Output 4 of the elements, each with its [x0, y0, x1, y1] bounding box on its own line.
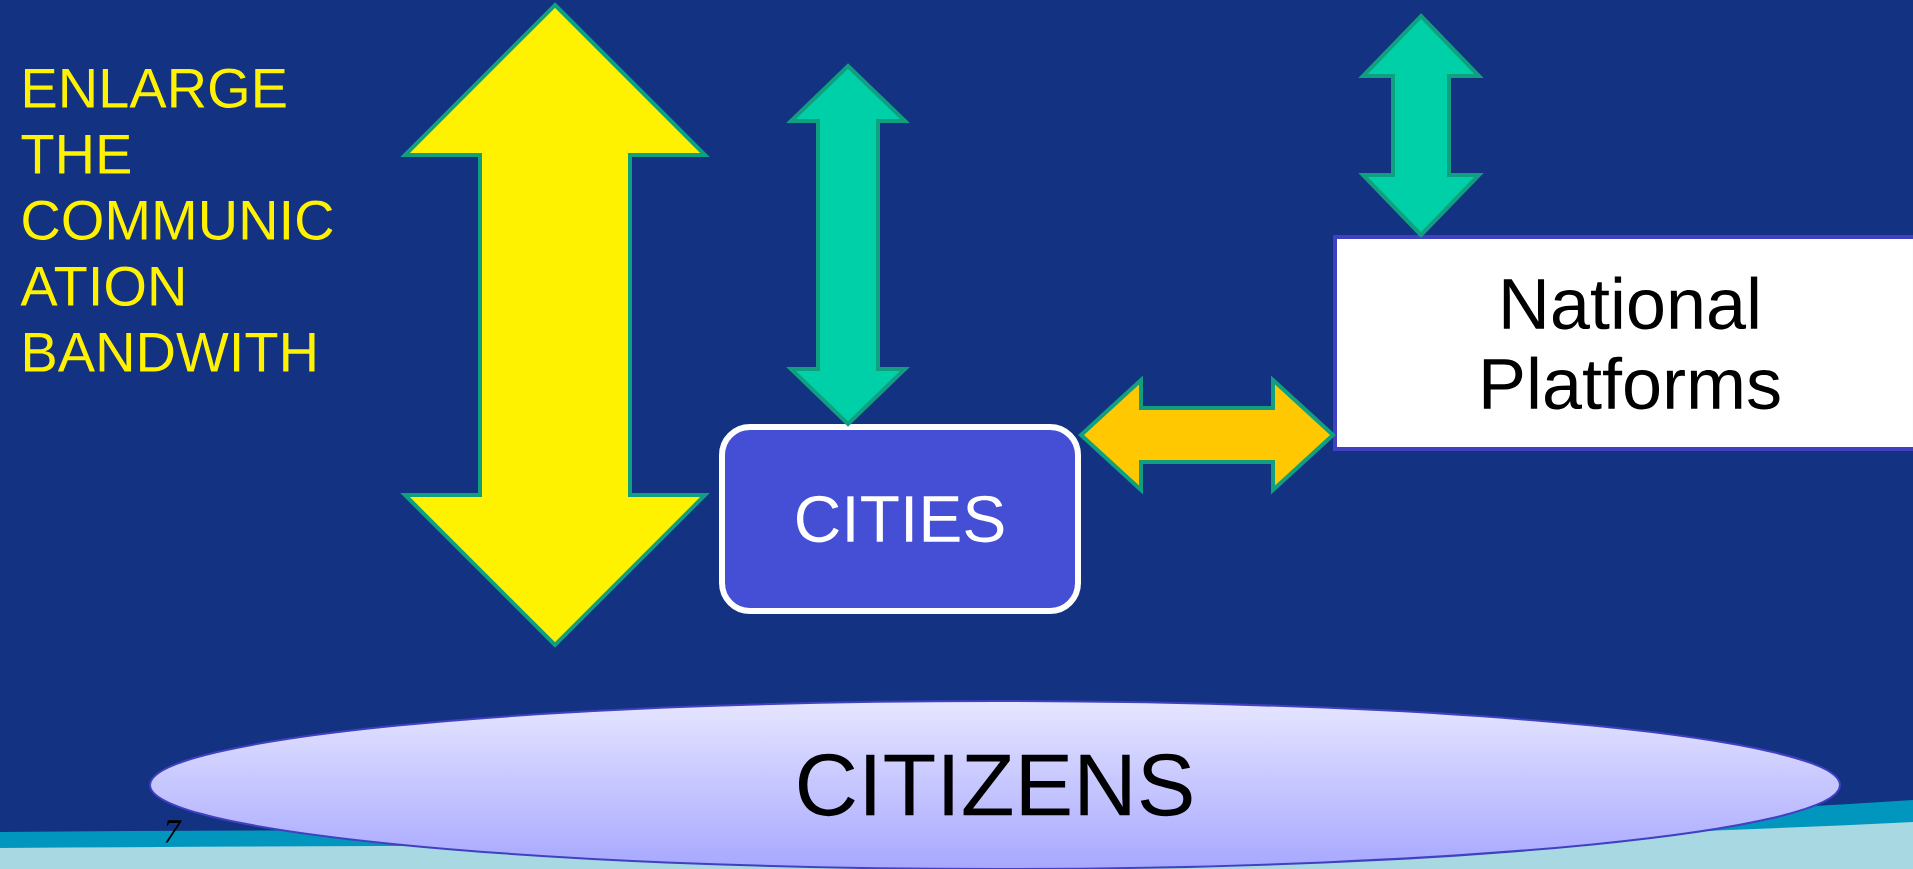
note-text: ENLARGE THE COMMUNIC ATION BANDWITH: [20, 68, 333, 372]
process-box: National Platforms: [1333, 235, 1913, 451]
process-box: CITIES: [719, 424, 1081, 614]
page-number: 7: [165, 820, 182, 843]
